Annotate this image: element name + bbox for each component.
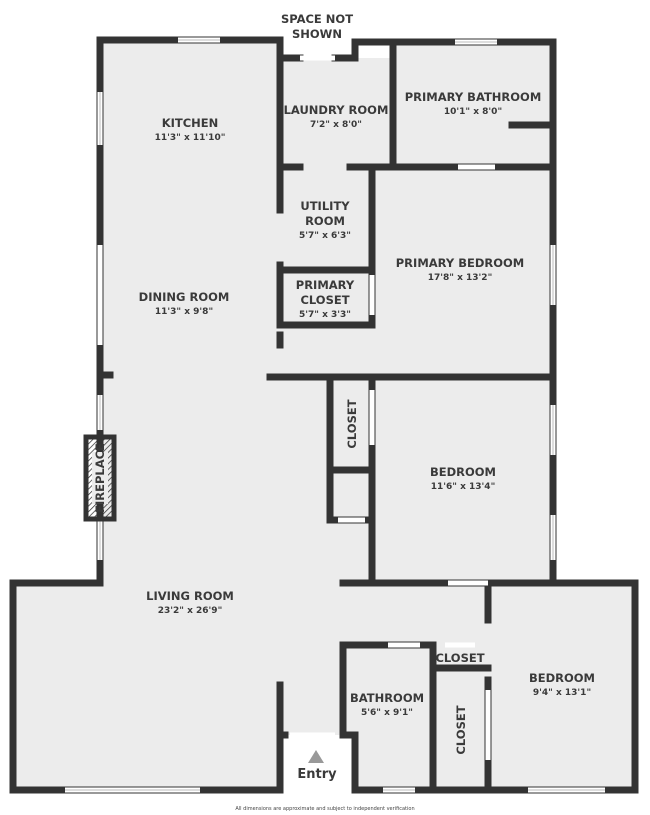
footer-note: All dimensions are approximate and subje… [235, 806, 414, 812]
primary-bathroom-label: PRIMARY BATHROOM [405, 90, 542, 104]
bathroom-label: BATHROOM [350, 691, 424, 705]
utility-label: UTILITY [300, 199, 350, 213]
bedroom-label: BEDROOM [430, 465, 496, 479]
primary-bathroom-dims: 10'1" x 8'0" [444, 107, 502, 117]
primary-closet-dims: 5'7" x 3'3" [299, 310, 351, 320]
fireplace-label: FIREPLACE [93, 443, 107, 513]
bathroom-dims: 5'6" x 9'1" [361, 708, 413, 718]
dining-label: DINING ROOM [139, 290, 230, 304]
living-room-dims: 23'2" x 26'9" [158, 606, 223, 616]
bedroom-dims: 11'6" x 13'4" [431, 482, 496, 492]
windows [65, 37, 605, 793]
entry-label: Entry [297, 767, 337, 782]
bedroom-label: BEDROOM [529, 671, 595, 685]
space-not-shown-label-2: SHOWN [292, 27, 342, 41]
space-not-shown-label: SPACE NOT [281, 12, 353, 26]
bedroom-dims: 9'4" x 13'1" [533, 688, 591, 698]
living-room-label: LIVING ROOM [146, 589, 234, 603]
primary-closet-label-2: CLOSET [300, 293, 349, 307]
laundry-dims: 7'2" x 8'0" [310, 120, 362, 130]
closet-label: CLOSET [345, 399, 359, 448]
kitchen-dims: 11'3" x 11'10" [155, 133, 226, 143]
laundry-label: LAUNDRY ROOM [284, 103, 389, 117]
utility-label-2: ROOM [305, 214, 345, 228]
entry-arrow-icon [308, 750, 324, 763]
kitchen-label: KITCHEN [162, 116, 219, 130]
dining-dims: 11'3" x 9'8" [155, 307, 213, 317]
utility-dims: 5'7" x 6'3" [299, 231, 351, 241]
primary-closet-label: PRIMARY [296, 278, 355, 292]
closet-label: CLOSET [454, 705, 468, 754]
fireplace: FIREPLACE [83, 434, 117, 522]
closet-label: CLOSET [435, 651, 484, 665]
primary-bedroom-dims: 17'8" x 13'2" [428, 273, 493, 283]
primary-bedroom-label: PRIMARY BEDROOM [396, 256, 524, 270]
